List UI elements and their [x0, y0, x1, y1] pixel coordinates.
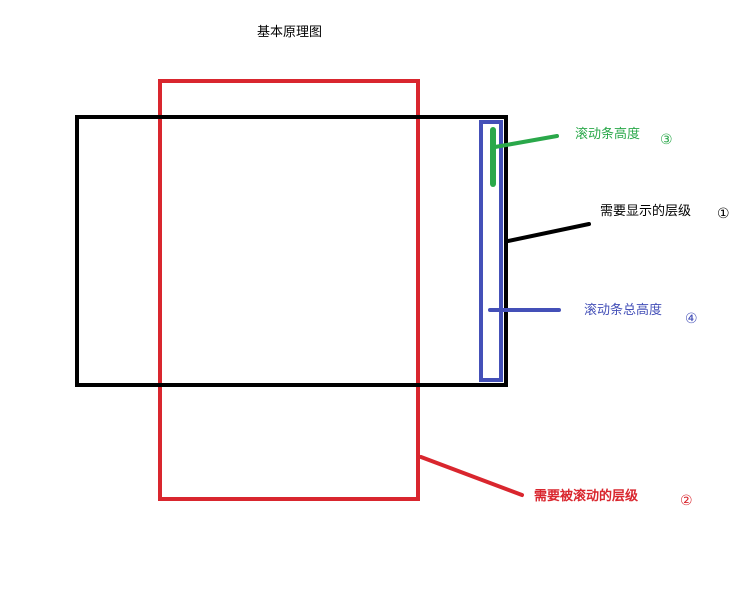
scrollbar-total-height-label: 滚动条总高度 [584, 303, 663, 318]
scrollbar-height-leader [493, 134, 559, 149]
scrolled-layer-leader [419, 455, 524, 497]
scrollbar-track-box [479, 120, 503, 382]
display-layer-box [75, 115, 508, 387]
diagram-title: 基本原理图 [257, 25, 323, 40]
display-layer-leader [506, 222, 591, 243]
display-layer-label: 需要显示的层级 [600, 204, 692, 219]
scrolled-layer-box [158, 79, 420, 501]
scrollbar-height-label: 滚动条高度 [575, 127, 641, 142]
scrolled-layer-label: 需要被滚动的层级 [534, 489, 639, 504]
scrollbar-height-number: ③ [660, 132, 673, 148]
scrolled-layer-number: ② [680, 493, 693, 509]
display-layer-number: ① [717, 206, 730, 222]
scrollbar-total-height-number: ④ [685, 311, 698, 327]
